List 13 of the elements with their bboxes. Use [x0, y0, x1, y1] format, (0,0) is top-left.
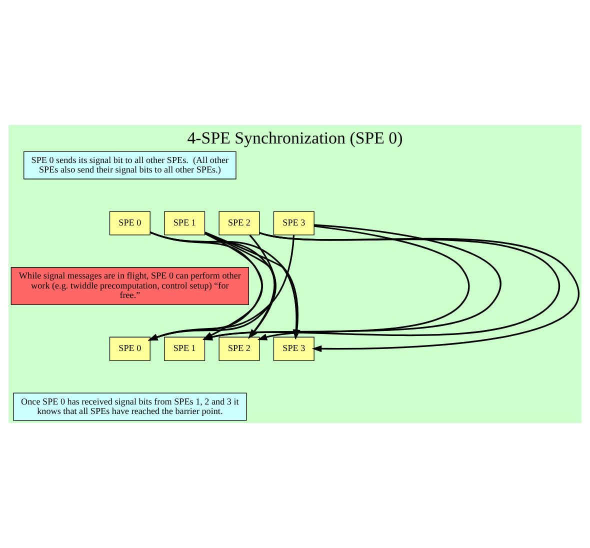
arrow	[259, 232, 578, 352]
node-box: SPE 0 sends its signal bit to all other SPEs. (All other SPEs also send their signal bits to all other SPEs.)	[24, 151, 236, 180]
node-box: SPE 2	[218, 336, 260, 361]
node-box: SPE 2	[218, 211, 260, 236]
node-box: SPE 0	[109, 336, 150, 361]
node-box: Once SPE 0 has received signal bits from SPEs 1, 2 and 3 it knows that all SPEs have reached the barrier point.	[13, 392, 247, 421]
diagram-title: 4-SPE Synchronization (SPE 0)	[187, 128, 403, 148]
node-box: SPE 1	[164, 336, 206, 361]
node-box: While signal messages are in flight, SPE 0 can perform other work (e.g. twiddle precomputation, control setup) “for free.”	[10, 267, 249, 305]
node-box: SPE 3	[273, 336, 314, 361]
node-box: SPE 1	[164, 211, 206, 236]
node-box: SPE 0	[109, 211, 150, 236]
node-box: SPE 3	[273, 211, 314, 236]
